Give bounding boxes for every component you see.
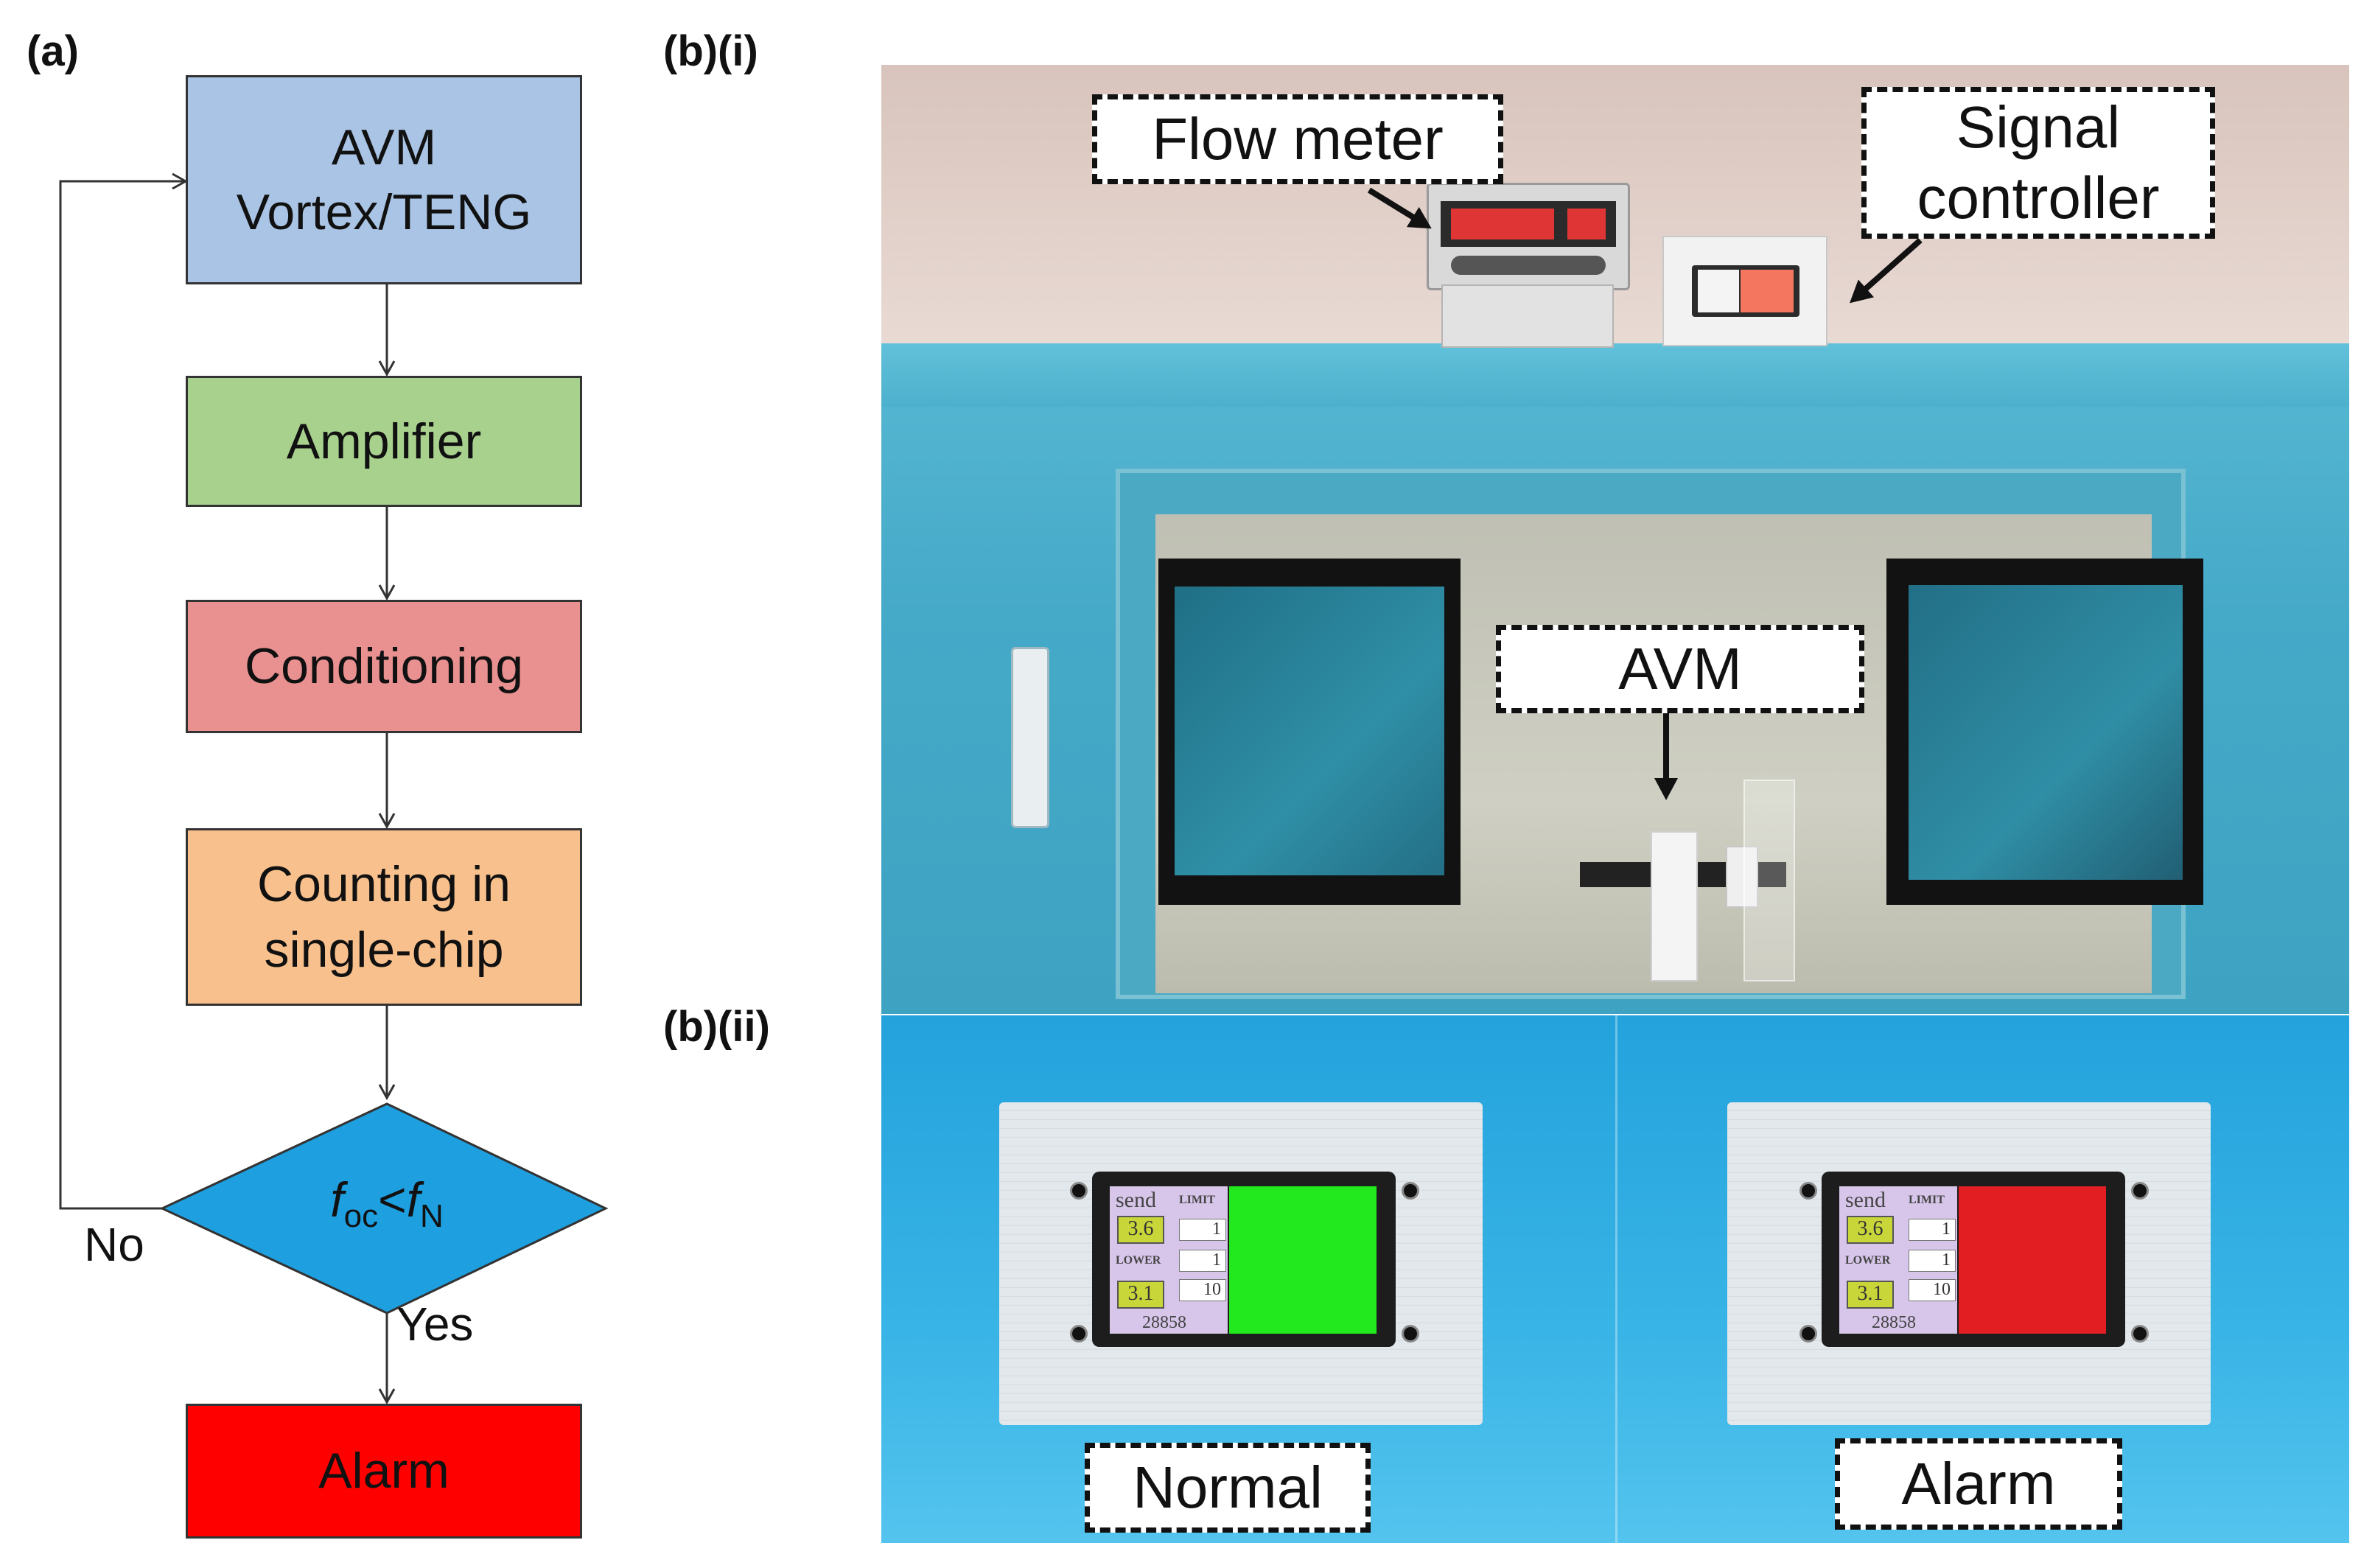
door-handle bbox=[1011, 647, 1049, 828]
normal-cell-3: 10 bbox=[1179, 1279, 1226, 1301]
avm-clamp bbox=[1726, 846, 1758, 908]
flow-meter-display bbox=[1441, 201, 1616, 247]
alarm-screw-bl bbox=[1799, 1325, 1817, 1343]
normal-limit-label: LIMIT bbox=[1179, 1194, 1215, 1206]
amplifier-box: Amplifier bbox=[186, 376, 582, 507]
normal-lower-value: 3.1 bbox=[1117, 1281, 1164, 1309]
normal-lower-label: LOWER bbox=[1116, 1254, 1161, 1267]
panel-label-b-ii: (b)(ii) bbox=[663, 1003, 770, 1051]
normal-screw-br bbox=[1402, 1325, 1419, 1343]
alarm-box: Alarm bbox=[186, 1404, 582, 1539]
alarm-screw-tl bbox=[1799, 1182, 1817, 1200]
flow-meter-callout: Flow meter bbox=[1092, 94, 1503, 184]
alarm-cell-1: 1 bbox=[1909, 1219, 1956, 1241]
feedback-loop-line bbox=[59, 172, 189, 1210]
no-label: No bbox=[84, 1218, 144, 1271]
alarm-lower-label: LOWER bbox=[1845, 1254, 1891, 1267]
normal-lcd-frame: send LIMIT 3.6 1 LOWER 1 3.1 10 28858 bbox=[1092, 1172, 1396, 1347]
normal-upper-value: 3.6 bbox=[1117, 1216, 1164, 1244]
left-viewport bbox=[1158, 559, 1461, 905]
signal-controller-white-area bbox=[1698, 270, 1739, 312]
normal-screw-tr bbox=[1402, 1182, 1419, 1200]
decision-sub2: N bbox=[419, 1198, 444, 1235]
alarm-lcd-frame: send LIMIT 3.6 1 LOWER 1 3.1 10 28858 bbox=[1822, 1172, 2125, 1347]
transparent-tube bbox=[1743, 780, 1795, 981]
signal-controller-screen bbox=[1692, 265, 1799, 317]
flow-meter-digits bbox=[1451, 209, 1554, 239]
normal-callout: Normal bbox=[1085, 1443, 1371, 1533]
alarm-lcd-sidebar: send LIMIT 3.6 1 LOWER 1 3.1 10 28858 bbox=[1839, 1186, 1957, 1334]
flow-meter-digits-2 bbox=[1567, 209, 1606, 239]
tank-rim bbox=[881, 343, 2349, 407]
decision-label: foc<fN bbox=[273, 1172, 501, 1235]
decision-f1: f bbox=[330, 1172, 344, 1227]
flow-meter-device bbox=[1427, 183, 1630, 290]
alarm-cell-3: 10 bbox=[1909, 1279, 1956, 1301]
signal-controller-red-area bbox=[1741, 270, 1794, 312]
normal-lcd-sidebar: send LIMIT 3.6 1 LOWER 1 3.1 10 28858 bbox=[1110, 1186, 1228, 1334]
avm-device bbox=[1651, 831, 1698, 981]
flow-meter-arrow bbox=[1367, 187, 1432, 229]
normal-screw-tl bbox=[1070, 1182, 1088, 1200]
counting-box: Counting in single-chip bbox=[186, 828, 582, 1006]
flow-meter-pipe bbox=[1441, 284, 1614, 348]
normal-send-label: send bbox=[1116, 1188, 1156, 1212]
normal-cell-2: 1 bbox=[1179, 1250, 1226, 1272]
decision-sub1: oc bbox=[343, 1198, 379, 1235]
alarm-callout: Alarm bbox=[1835, 1438, 2122, 1530]
avm-vortex-teng-box: AVM Vortex/TENG bbox=[186, 75, 582, 284]
flowchart-connectors bbox=[59, 172, 609, 1405]
normal-status-screen bbox=[1229, 1186, 1377, 1334]
photo-divider bbox=[1615, 1015, 1617, 1543]
alarm-cell-2: 1 bbox=[1909, 1250, 1956, 1272]
avm-callout: AVM bbox=[1496, 625, 1864, 713]
panel-label-a: (a) bbox=[27, 27, 79, 75]
photo-b-i bbox=[881, 65, 2349, 1014]
panel-label-b-i: (b)(i) bbox=[663, 27, 758, 75]
signal-controller-arrow bbox=[1850, 238, 1923, 304]
alarm-lower-value: 3.1 bbox=[1847, 1281, 1894, 1309]
signal-controller-callout: Signal controller bbox=[1861, 87, 2215, 239]
alarm-upper-value: 3.6 bbox=[1847, 1216, 1894, 1244]
signal-controller-device bbox=[1662, 236, 1827, 346]
alarm-screw-br bbox=[2131, 1325, 2149, 1343]
decision-f2: f bbox=[406, 1172, 420, 1227]
normal-screw-bl bbox=[1070, 1325, 1088, 1343]
alarm-screw-tr bbox=[2131, 1182, 2149, 1200]
right-viewport-glass bbox=[1909, 585, 2183, 880]
yes-label: Yes bbox=[396, 1298, 474, 1351]
conditioning-box: Conditioning bbox=[186, 600, 582, 733]
flow-meter-buttons bbox=[1451, 256, 1606, 275]
normal-counter: 28858 bbox=[1142, 1313, 1186, 1332]
decision-op: < bbox=[378, 1172, 407, 1227]
alarm-status-screen bbox=[1959, 1186, 2106, 1334]
normal-cell-1: 1 bbox=[1179, 1219, 1226, 1241]
right-viewport bbox=[1886, 559, 2203, 905]
left-viewport-glass bbox=[1175, 587, 1444, 875]
photo-callout-arrows bbox=[1367, 187, 1923, 800]
alarm-limit-label: LIMIT bbox=[1909, 1194, 1945, 1206]
alarm-counter: 28858 bbox=[1872, 1313, 1916, 1332]
alarm-send-label: send bbox=[1845, 1188, 1886, 1212]
